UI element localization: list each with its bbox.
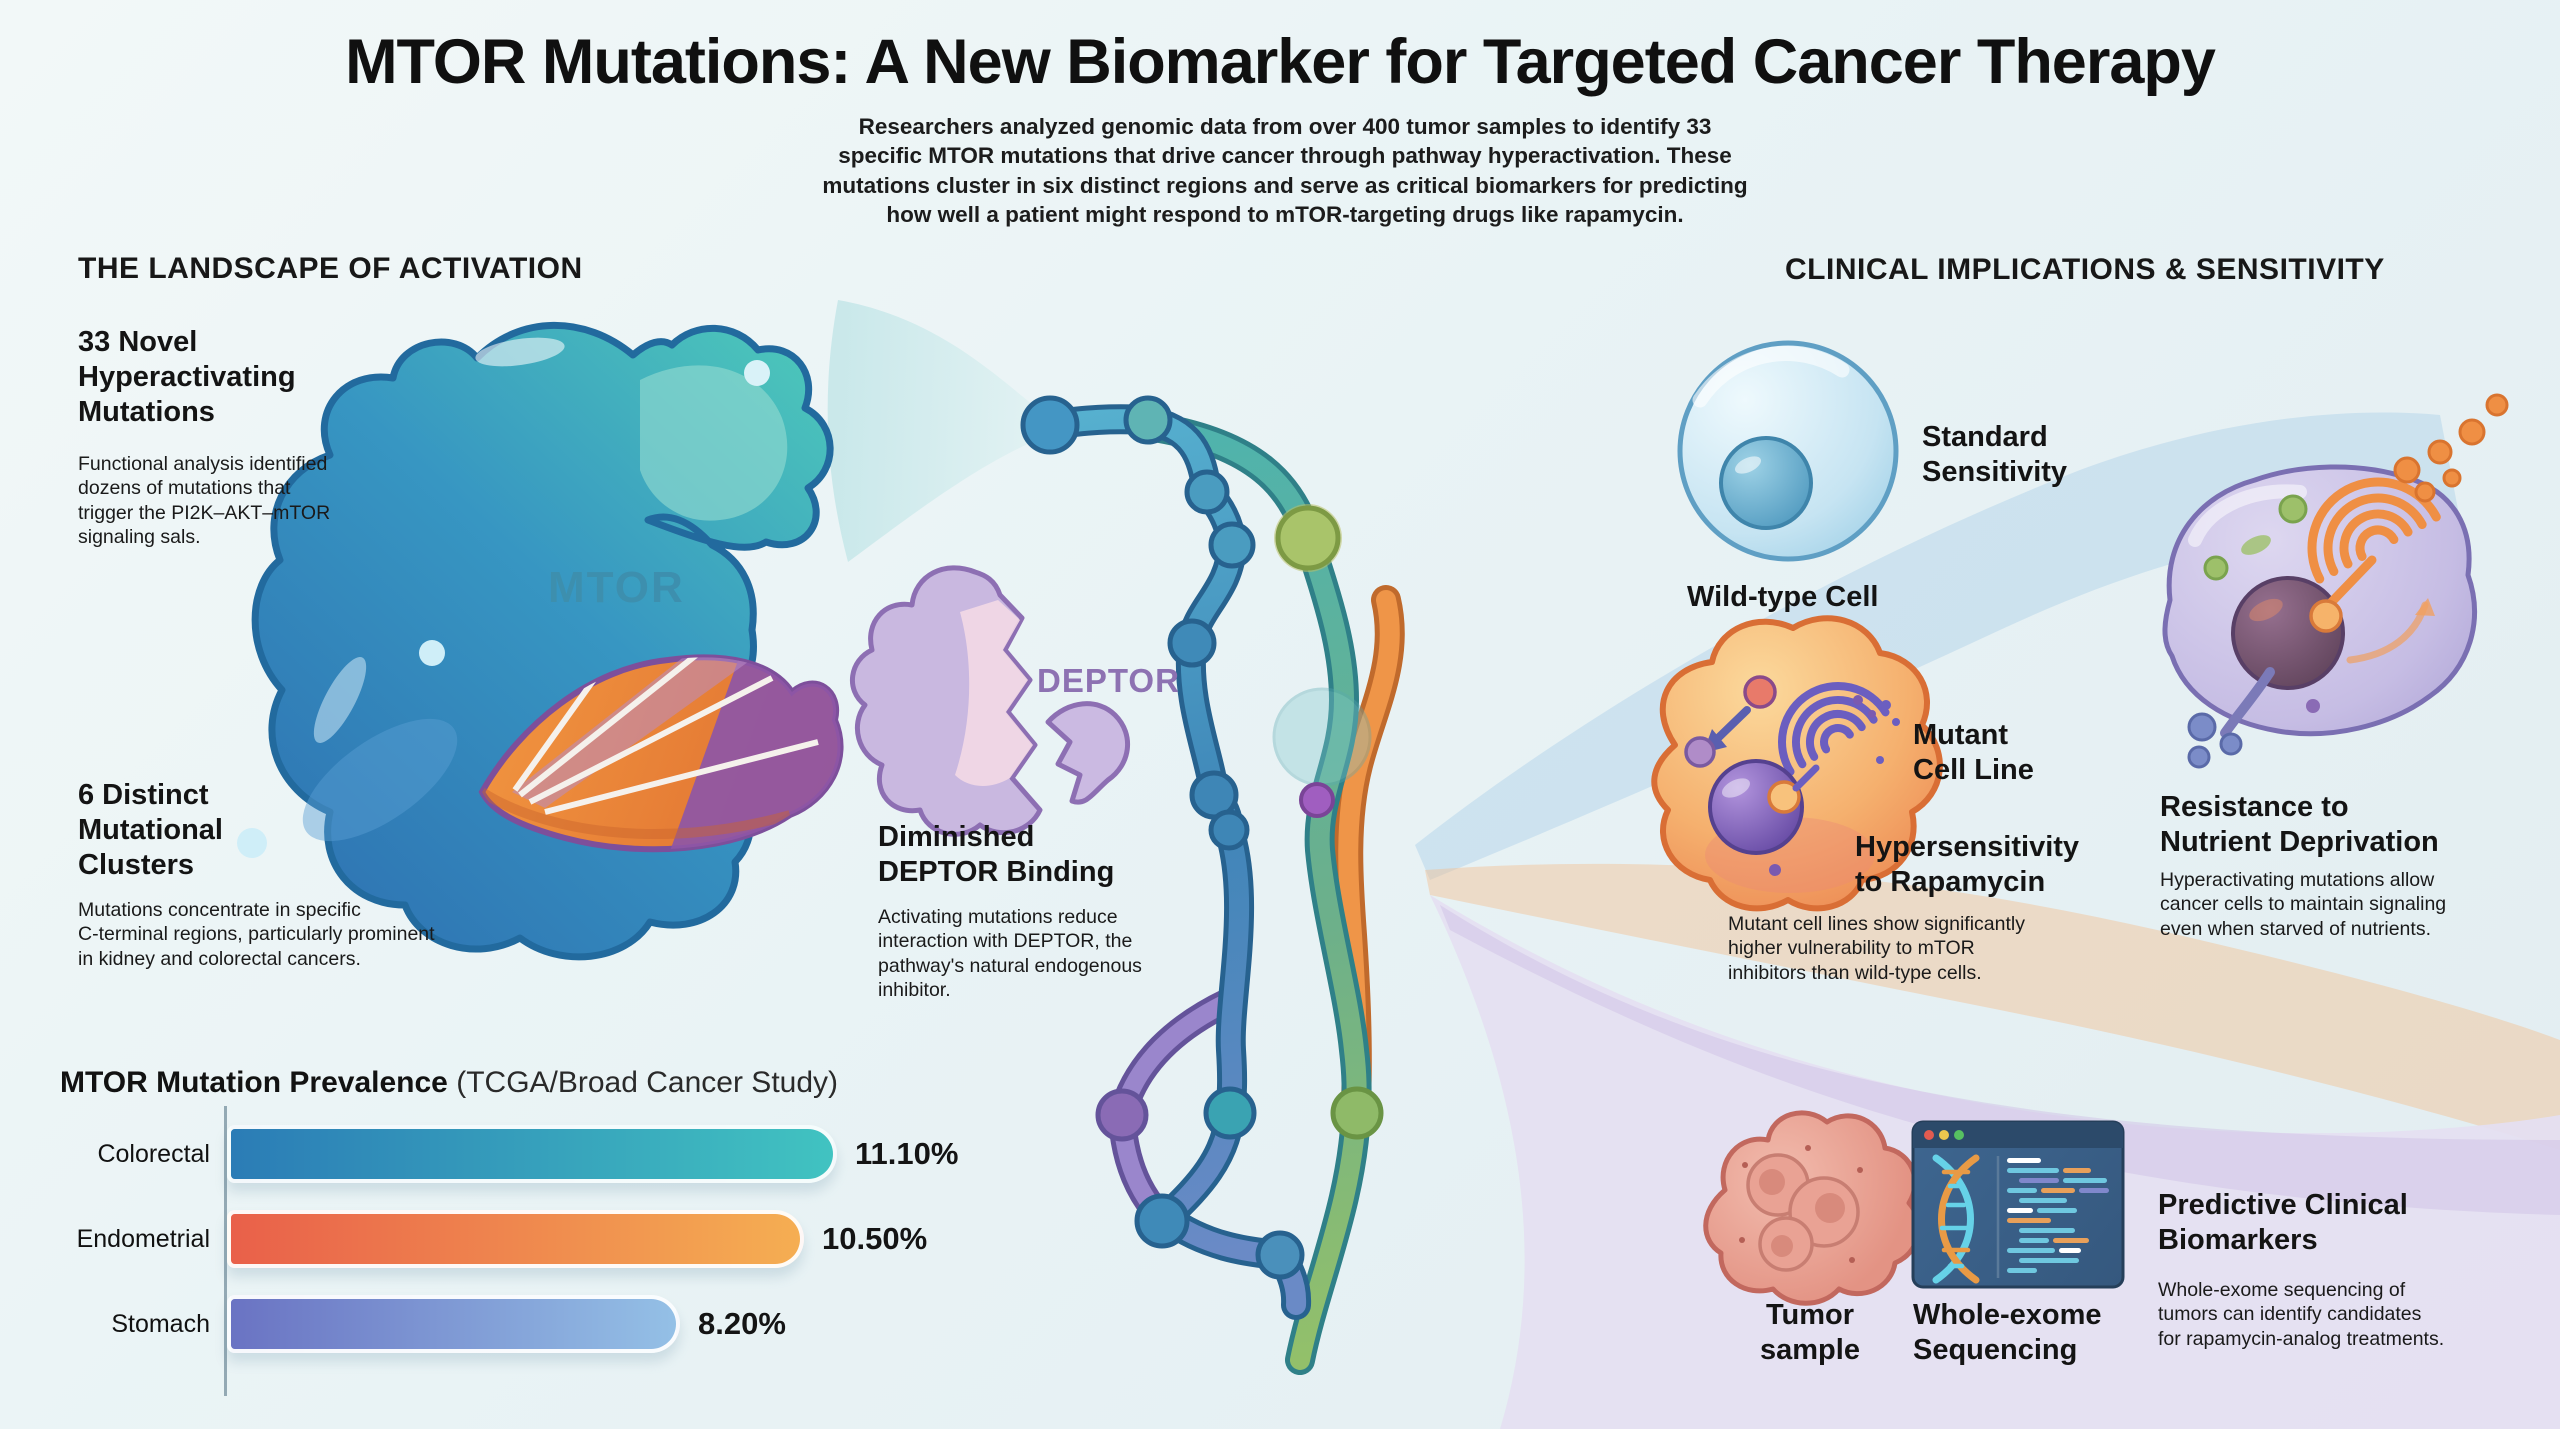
clusters-title: 6 Distinct Mutational Clusters <box>78 779 223 881</box>
wild-type-cell-illustration <box>1677 340 1899 562</box>
mutant-cell-illustration <box>1651 615 1943 912</box>
green-bead <box>1330 1086 1384 1140</box>
chart-title: MTOR Mutation Prevalence (TCGA/Broad Can… <box>60 1066 1110 1100</box>
bar-row: Stomach 8.20% <box>60 1295 1110 1353</box>
deptor-label: DEPTOR <box>1037 662 1180 699</box>
chart-title-bold: MTOR Mutation Prevalence <box>60 1066 448 1099</box>
mtor-protein-label: MTOR <box>548 563 685 612</box>
bar-endometrial <box>227 1210 804 1268</box>
signaling-chain-illustration <box>1020 395 1405 1375</box>
section-heading-clinical: CLINICAL IMPLICATIONS & SENSITIVITY <box>1785 253 2385 286</box>
tumor-speckles <box>1739 1145 1863 1263</box>
purple-dot <box>1299 782 1335 818</box>
mutations-title: 33 Novel Hyperactivating Mutations <box>78 326 296 428</box>
funnel-ribbon <box>827 300 1042 562</box>
mutations-body: Functional analysis identified dozens of… <box>78 453 331 549</box>
biomarkers-title: Predictive Clinical Biomarkers <box>2158 1189 2408 1256</box>
mtor-protein-illustration <box>237 321 834 961</box>
bar-row: Endometrial 10.50% <box>60 1210 1110 1268</box>
bar-category-label: Endometrial <box>76 1225 210 1253</box>
blue-nutrient-dots <box>2187 712 2243 769</box>
purple-bead <box>1095 1088 1149 1142</box>
green-nutrient-dots <box>2203 494 2308 581</box>
golgi-icon <box>1778 682 1890 776</box>
orange-ray <box>1425 863 2560 1150</box>
tumor-sample-label: Tumor sample <box>1760 1299 1860 1366</box>
hypersensitivity-body: Mutant cell lines show significantly hig… <box>1728 913 2025 984</box>
mutant-cell-label: Mutant Cell Line <box>1913 719 2034 786</box>
bar-value-label: 8.20% <box>698 1306 786 1341</box>
hub-node <box>1272 687 1372 787</box>
tumor-sample-illustration <box>1703 1110 1922 1306</box>
orange-nutrient-dots <box>2393 393 2509 503</box>
page-subtitle: Researchers analyzed genomic data from o… <box>822 114 1748 227</box>
bar-row: Colorectal 11.10% <box>60 1125 1110 1183</box>
sequencing-window-illustration <box>1911 1120 2125 1289</box>
standard-sensitivity-title: Standard Sensitivity <box>1922 421 2068 488</box>
chain-beads <box>1020 395 1305 1280</box>
bar-colorectal <box>227 1125 837 1183</box>
chart-title-note: (TCGA/Broad Cancer Study) <box>447 1066 839 1099</box>
bar-category-label: Colorectal <box>97 1140 210 1168</box>
resistance-title: Resistance to Nutrient Deprivation <box>2160 791 2439 858</box>
dna-helix-icon <box>1932 1154 1980 1284</box>
wildtype-cell-label: Wild-type Cell <box>1687 581 1879 613</box>
bar-stomach <box>227 1295 680 1353</box>
clusters-body: Mutations concentrate in specific C-term… <box>78 899 435 970</box>
bar-value-label: 11.10% <box>855 1136 959 1171</box>
deptor-body: Activating mutations reduce interaction … <box>878 906 1142 1002</box>
page-title: MTOR Mutations: A New Biomarker for Targ… <box>345 27 2216 97</box>
biomarkers-body: Whole-exome sequencing of tumors can ide… <box>2158 1279 2445 1350</box>
green-bead <box>1275 505 1341 571</box>
blob-dot <box>419 640 445 666</box>
kinase-domain-fan <box>478 654 844 853</box>
deptor-illustration <box>849 565 1131 837</box>
hypersensitivity-title: Hypersensitivity to Rapamycin <box>1855 831 2080 898</box>
bar-category-label: Stomach <box>111 1310 210 1338</box>
deptor-title: Diminished DEPTOR Binding <box>878 821 1115 888</box>
bar-value-label: 10.50% <box>822 1221 928 1256</box>
section-heading-landscape: THE LANDSCAPE OF ACTIVATION <box>78 252 583 285</box>
window-traffic-lights <box>1924 1130 1964 1140</box>
mutation-prevalence-chart: MTOR Mutation Prevalence (TCGA/Broad Can… <box>60 1066 1110 1406</box>
lavender-streak <box>1440 905 2560 1215</box>
sequencing-label: Whole-exome Sequencing <box>1913 1299 2102 1366</box>
chart-y-axis <box>224 1106 227 1396</box>
blob-dot <box>744 360 770 386</box>
resistant-cell-illustration <box>2162 393 2509 769</box>
resistance-body: Hyperactivating mutations allow cancer c… <box>2160 869 2447 940</box>
blob-dot <box>237 828 267 858</box>
code-lines <box>2007 1158 2109 1273</box>
